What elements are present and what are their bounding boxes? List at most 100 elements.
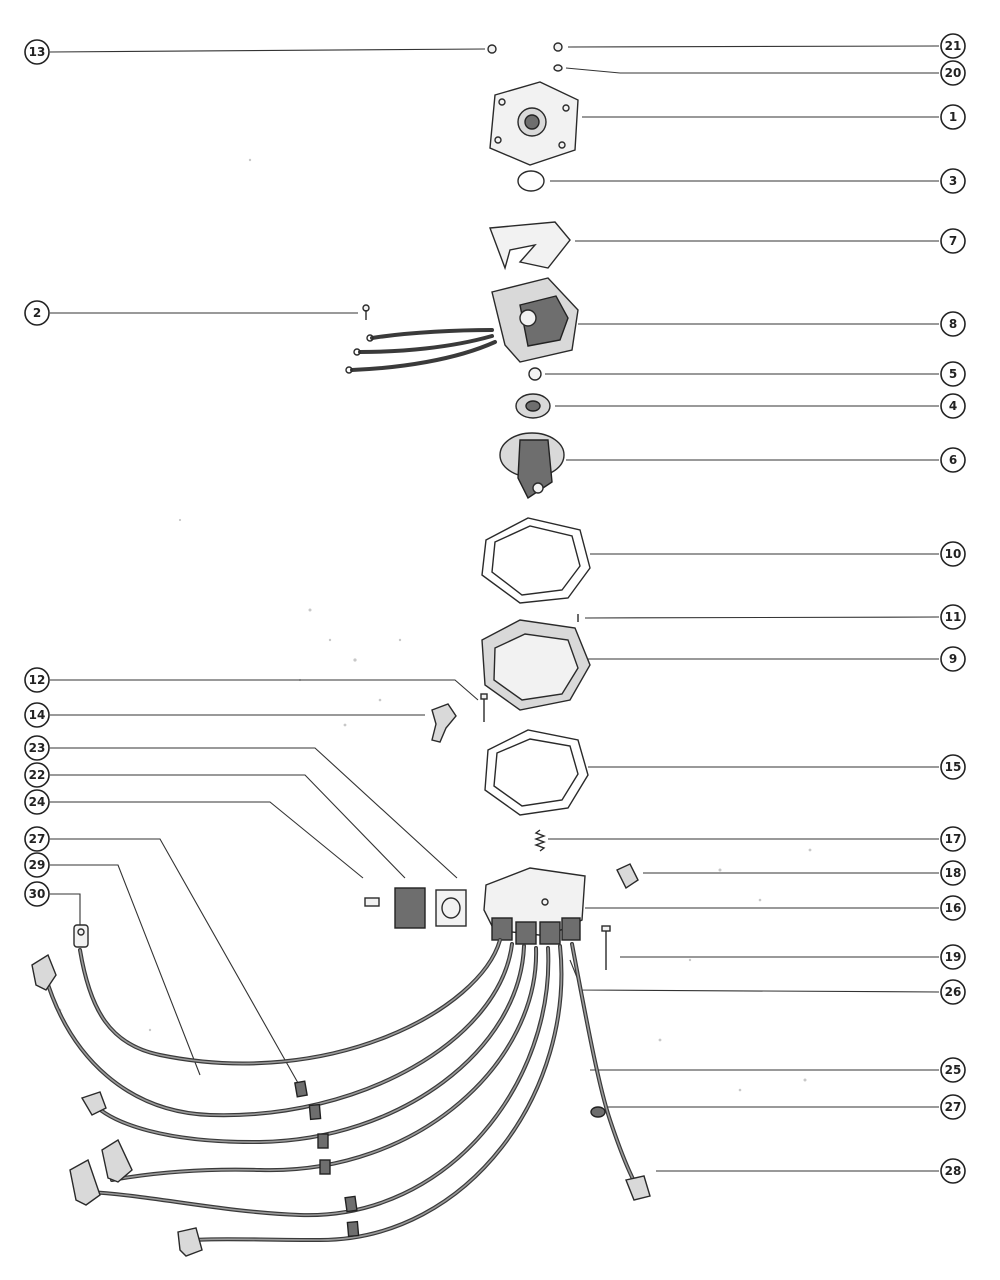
callout-c27a: 27 [24, 826, 50, 852]
ring-5 [528, 367, 542, 381]
callout-circle [940, 1057, 966, 1083]
callout-c15: 15 [940, 754, 966, 780]
callout-label: 3 [949, 174, 957, 188]
callout-c21: 21 [940, 33, 966, 59]
callout-c25: 25 [940, 1057, 966, 1083]
rotor-6 [499, 432, 565, 500]
callout-circle [940, 168, 966, 194]
callout-circle [940, 541, 966, 567]
callout-c6: 6 [940, 447, 966, 473]
boot-left-top [31, 953, 57, 991]
background-specks [58, 158, 812, 1092]
callout-label: 12 [29, 673, 46, 687]
callout-circle [940, 447, 966, 473]
callout-c7: 7 [940, 228, 966, 254]
boot-28 [625, 1175, 651, 1201]
callout-circle [24, 826, 50, 852]
callout-label: 14 [29, 708, 46, 722]
callout-label: 16 [945, 901, 962, 915]
callout-circle [940, 860, 966, 886]
callout-circle [940, 33, 966, 59]
callout-circle [24, 702, 50, 728]
callout-label: 28 [945, 1164, 962, 1178]
callout-c20: 20 [940, 60, 966, 86]
callout-label: 27 [945, 1100, 962, 1114]
screw-2 [362, 304, 370, 320]
bolt-19 [601, 925, 611, 970]
callout-circle [940, 60, 966, 86]
callout-circle [940, 979, 966, 1005]
spark-plug-wires [31, 924, 651, 1257]
callout-c18: 18 [940, 860, 966, 886]
callout-c23: 23 [24, 735, 50, 761]
leader-lines [49, 45, 940, 1172]
o-ring-3 [517, 170, 545, 192]
callout-c11: 11 [940, 604, 966, 630]
callout-label: 8 [949, 317, 957, 331]
callout-c26: 26 [940, 979, 966, 1005]
callout-label: 27 [29, 832, 46, 846]
washer-20 [553, 64, 563, 72]
callout-label: 19 [945, 950, 962, 964]
callout-label: 26 [945, 985, 962, 999]
callout-c30: 30 [24, 881, 50, 907]
callout-c16: 16 [940, 895, 966, 921]
callout-circle [940, 646, 966, 672]
callout-c29: 29 [24, 852, 50, 878]
block-16 [483, 867, 586, 945]
callout-circle [940, 228, 966, 254]
callout-label: 15 [945, 760, 962, 774]
plate-23 [435, 889, 467, 927]
callout-circle [940, 393, 966, 419]
callout-c9: 9 [940, 646, 966, 672]
callout-c5: 5 [940, 361, 966, 387]
callout-label: 13 [29, 45, 46, 59]
callout-label: 11 [945, 610, 962, 624]
callout-circle [24, 852, 50, 878]
callout-label: 18 [945, 866, 962, 880]
nut-13 [487, 44, 497, 54]
stator-8 [345, 277, 579, 374]
pad-22 [394, 887, 426, 929]
callout-circle [940, 944, 966, 970]
callout-c10: 10 [940, 541, 966, 567]
callout-circle [24, 881, 50, 907]
boot-mid [101, 1138, 133, 1183]
callout-label: 23 [29, 741, 46, 755]
callout-c8: 8 [940, 311, 966, 337]
callout-circle [24, 300, 50, 326]
screw-24 [364, 897, 380, 907]
callout-circle [940, 826, 966, 852]
callout-label: 29 [29, 858, 46, 872]
boot-lower [69, 1158, 101, 1206]
bolt-12 [480, 693, 488, 722]
callout-circle [940, 754, 966, 780]
callout-circle [940, 1158, 966, 1184]
callout-label: 6 [949, 453, 957, 467]
boot-bottom [177, 1227, 203, 1257]
callout-circle [940, 311, 966, 337]
callout-c4: 4 [940, 393, 966, 419]
callout-label: 24 [29, 795, 46, 809]
callout-c28: 28 [940, 1158, 966, 1184]
grommet-18 [616, 863, 639, 890]
callout-c19: 19 [940, 944, 966, 970]
callout-label: 1 [949, 110, 957, 124]
callout-c24: 24 [24, 789, 50, 815]
callout-c1: 1 [940, 104, 966, 130]
callout-c12: 12 [24, 667, 50, 693]
callout-c27b: 27 [940, 1094, 966, 1120]
bearing-4 [515, 393, 551, 419]
housing-9 [481, 619, 591, 711]
callout-circle [24, 735, 50, 761]
callout-circle [24, 39, 50, 65]
callout-c22: 22 [24, 762, 50, 788]
callout-label: 22 [29, 768, 46, 782]
callout-label: 7 [949, 234, 957, 248]
callout-circle [940, 895, 966, 921]
callout-circle [24, 762, 50, 788]
callout-label: 30 [29, 887, 46, 901]
